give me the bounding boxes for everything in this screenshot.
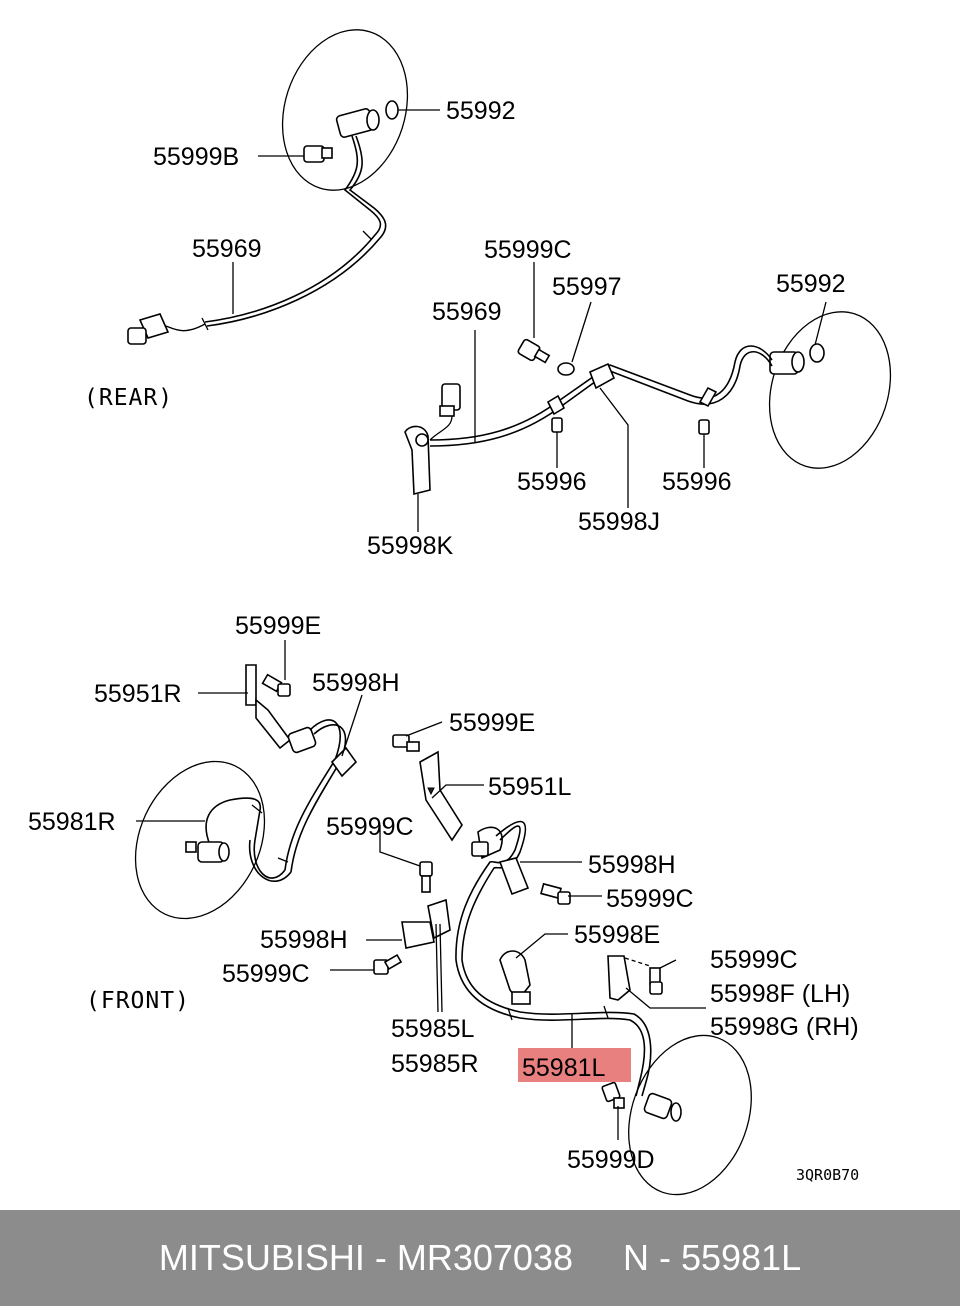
parts-diagram: 55992 55999B 55969 55999C 55997 55992 55… [28, 29, 892, 1196]
front-left-harness [455, 825, 646, 1097]
rear-left-harness [204, 135, 382, 323]
rear-left-hub-outline [281, 29, 409, 191]
front-right-assembly [134, 640, 363, 920]
bolt-55999C-e [649, 967, 663, 995]
footer-part-text: MITSUBISHI - MR307038 N - 55981L [158, 1237, 802, 1278]
bracket-55998H-c [498, 857, 530, 896]
label-55985L: 55985L [391, 1015, 475, 1043]
bolt-55999B [303, 145, 333, 163]
label-55998H-a: 55998H [312, 669, 400, 697]
label-55999C-a: 55999C [484, 236, 572, 264]
footer-bar: MITSUBISHI - MR307038 N - 55981L [0, 1210, 960, 1306]
front-right-hub-outline [134, 760, 266, 920]
label-55998J: 55998J [578, 508, 660, 536]
bracket-55951R [245, 664, 257, 706]
highlight-box [518, 1048, 631, 1082]
label-55998E: 55998E [574, 921, 660, 949]
label-55999E-a: 55999E [235, 612, 321, 640]
rear-left-connector [127, 313, 206, 345]
label-55996-a: 55996 [517, 468, 587, 496]
label-55999B: 55999B [153, 143, 239, 171]
front-left-assembly [330, 721, 752, 1196]
clip-55996-a [546, 394, 566, 416]
bracket-55998H-b [401, 921, 435, 949]
bolt-55999E-a [261, 673, 291, 697]
label-55998F: 55998F (LH) [710, 980, 850, 1008]
rear-right-harness [429, 345, 773, 441]
section-label-rear: (REAR) [84, 385, 173, 411]
label-55999D: 55999D [567, 1146, 655, 1174]
bracket-55998F-G [607, 955, 631, 1001]
bolt-55999C-b [419, 861, 433, 893]
label-55969-b: 55969 [432, 298, 502, 326]
label-55981L: 55981L [522, 1054, 606, 1082]
label-55998H-b: 55998H [260, 926, 348, 954]
callout-labels: 55992 55999B 55969 55999C 55997 55992 55… [28, 97, 859, 1174]
bracket-55998J [588, 362, 616, 390]
label-55998G: 55998G (RH) [710, 1013, 859, 1041]
label-55951R: 55951R [94, 680, 182, 708]
rear-right-assembly [404, 262, 892, 532]
label-55996-b: 55996 [662, 468, 732, 496]
oring-55992-b [809, 343, 825, 363]
bolt-55999C-c [373, 953, 403, 975]
diagram-code: 3QR0B70 [796, 1166, 859, 1184]
clip-55996-b [698, 386, 718, 408]
rear-right-connector [439, 383, 461, 417]
section-label-front: (FRONT) [86, 988, 190, 1014]
bracket-55998H-a [330, 746, 358, 778]
label-55999E-b: 55999E [449, 709, 535, 737]
bolt-55999E-b [392, 734, 420, 752]
washer-55997 [557, 362, 575, 376]
rear-left-wheel-sensor [335, 100, 399, 138]
bolt-55999C-d [540, 882, 571, 905]
label-55981R: 55981R [28, 808, 116, 836]
label-55999C-b: 55999C [326, 813, 414, 841]
label-55992-a: 55992 [446, 97, 516, 125]
rear-right-hub-outline [768, 311, 892, 469]
label-55992-b: 55992 [776, 270, 846, 298]
label-55985R: 55985R [391, 1050, 479, 1078]
label-55951L: 55951L [488, 773, 572, 801]
bolt-55999D [601, 1081, 625, 1109]
front-right-connector [287, 726, 317, 754]
bolt-55999C-a [517, 338, 551, 364]
front-left-wheel-sensor [643, 1092, 682, 1122]
front-left-hub-outline [628, 1034, 752, 1196]
label-55998H-c: 55998H [588, 851, 676, 879]
label-55997: 55997 [552, 273, 622, 301]
rear-left-assembly [127, 29, 440, 345]
bracket-55951L [419, 750, 463, 842]
label-55969-a: 55969 [192, 235, 262, 263]
rear-right-wheel-sensor [769, 343, 825, 375]
label-55999C-c: 55999C [222, 960, 310, 988]
label-55999C-e: 55999C [710, 946, 798, 974]
oring-55992-a [385, 100, 399, 120]
front-right-wheel-sensor [185, 841, 230, 863]
label-55999C-d: 55999C [606, 885, 694, 913]
clamp-55985 [427, 898, 451, 940]
label-55998K: 55998K [367, 532, 454, 560]
